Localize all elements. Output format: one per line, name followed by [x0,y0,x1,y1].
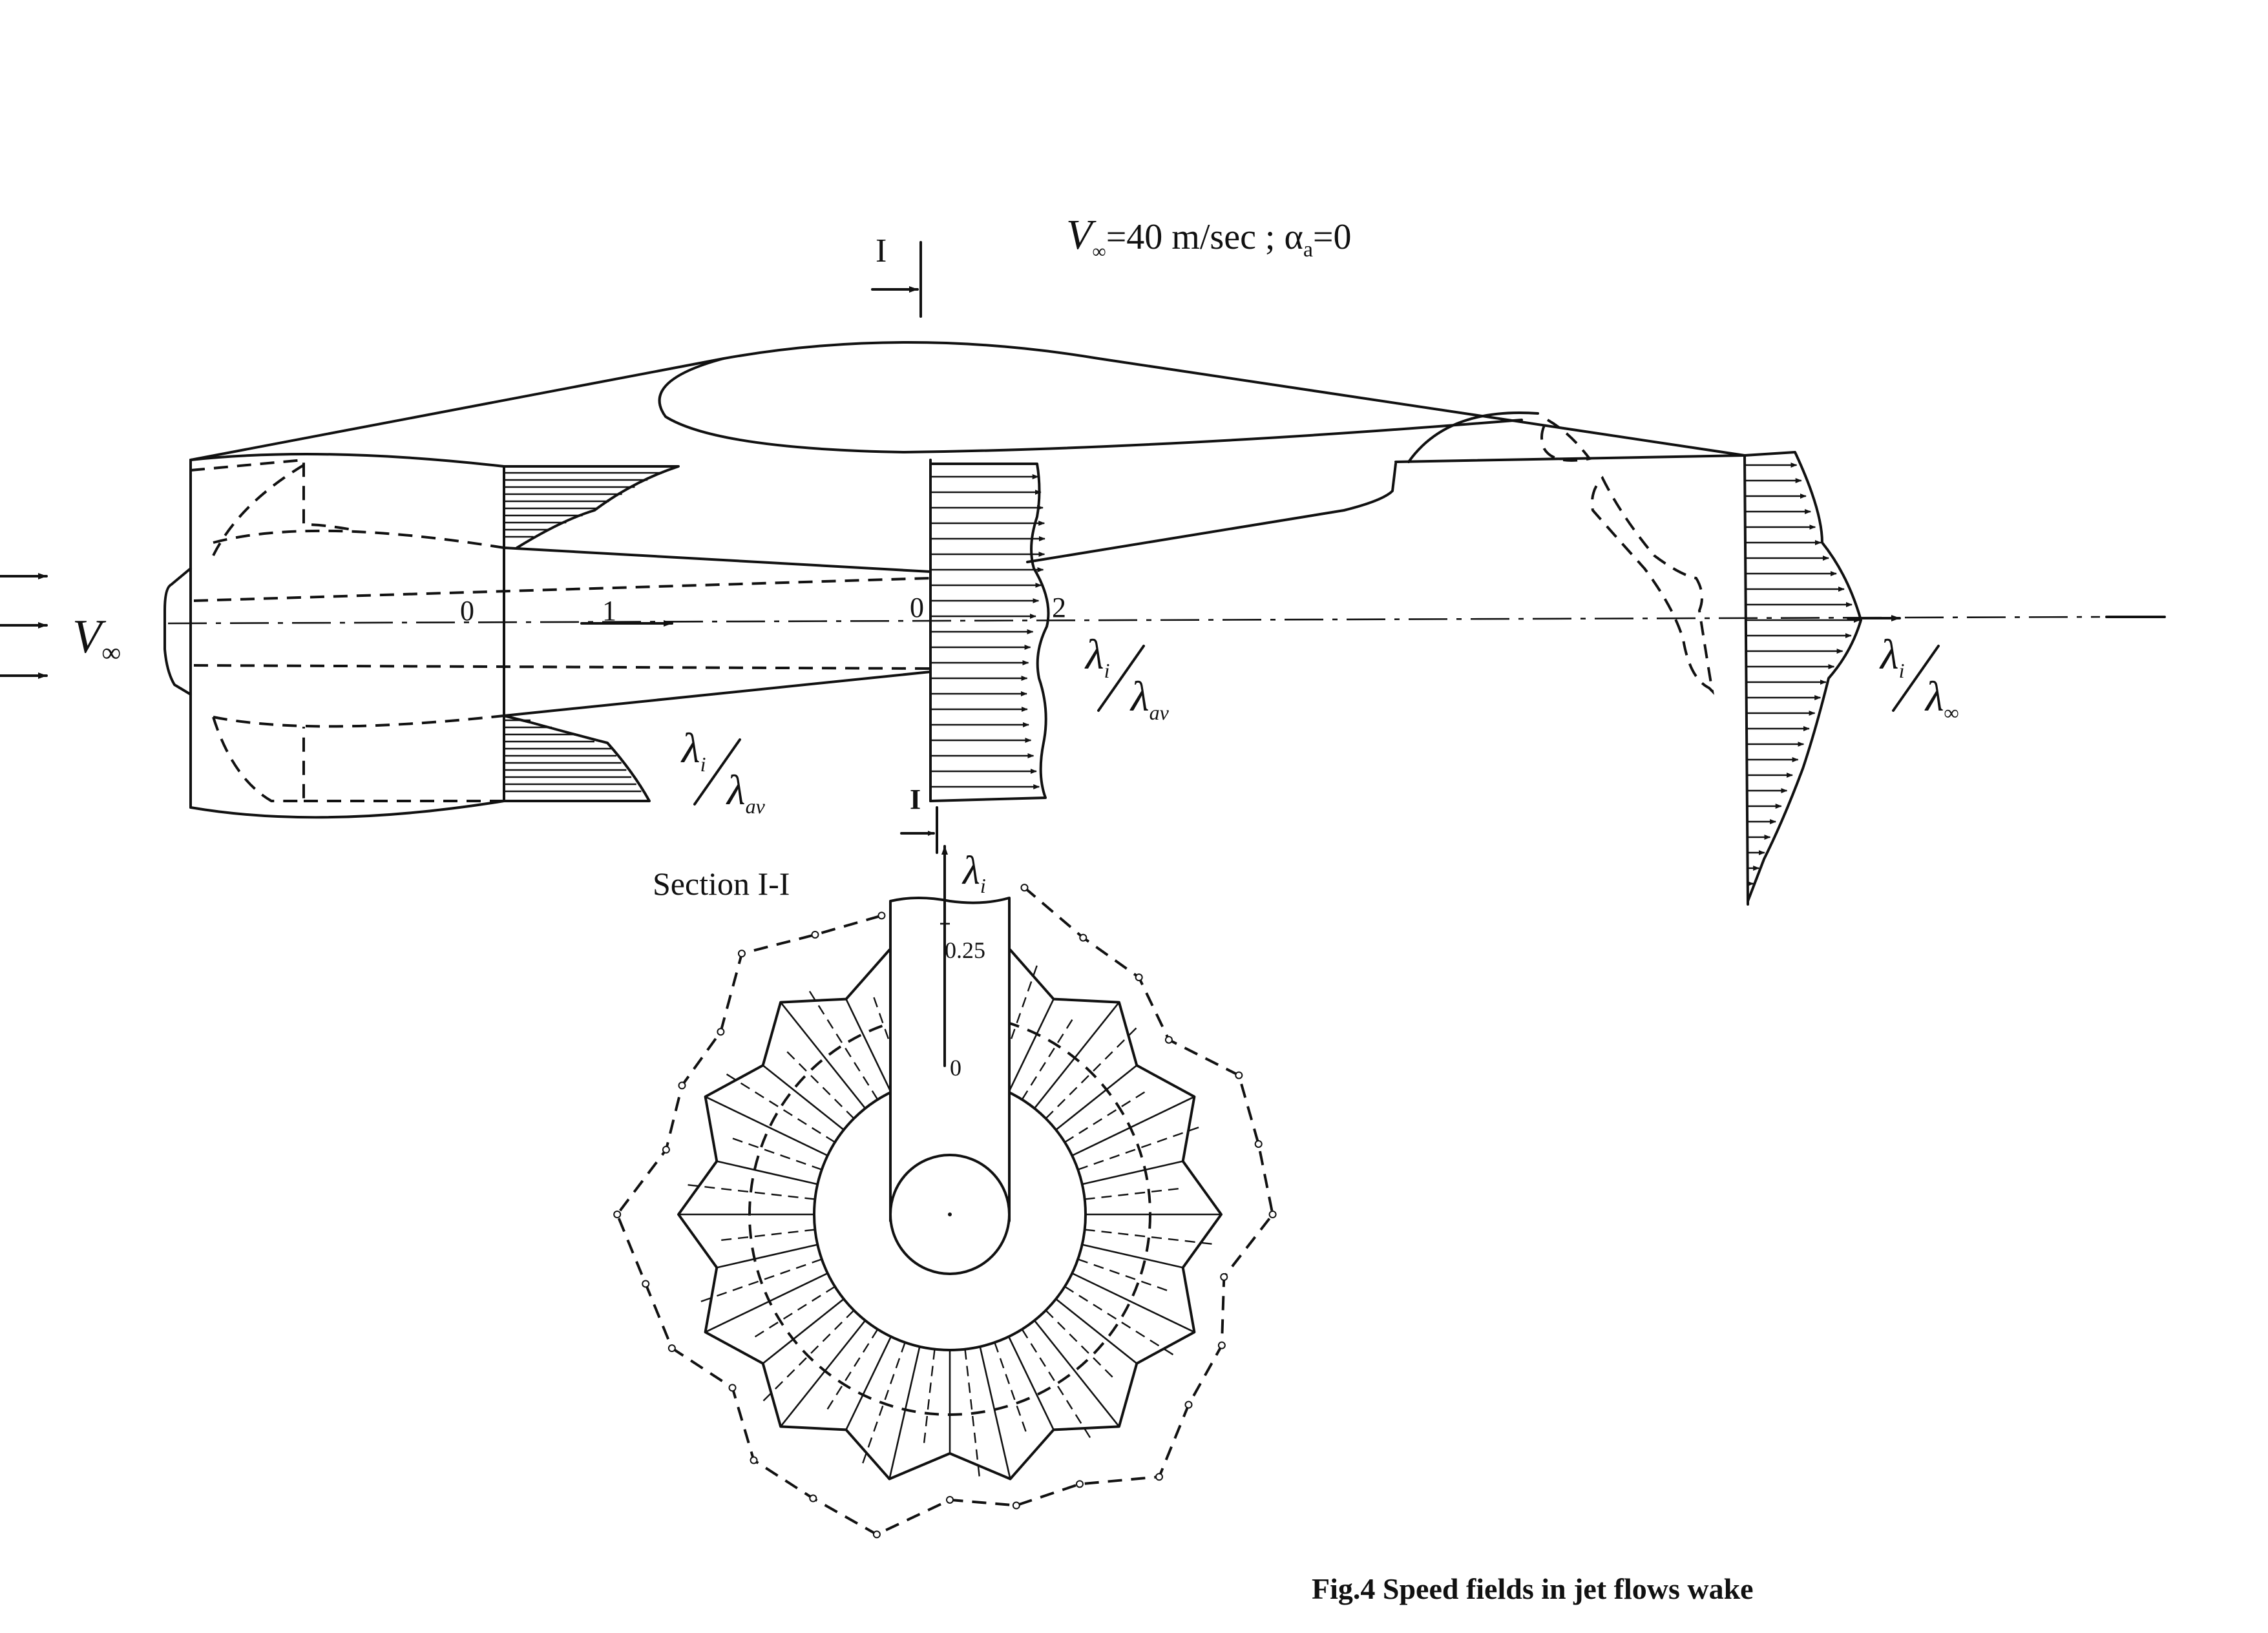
ratio-label-inlet: λi λav [680,725,766,818]
freestream-label: V∞ [72,610,121,668]
airframe-outline [189,341,1746,717]
station-mark-2: 2 [1052,592,1066,623]
section-title: Section I-I [653,866,790,902]
freestream-arrows [0,573,48,679]
station-mark-0b: 0 [910,592,924,623]
section-scale-zero: 0 [950,1055,961,1081]
section-mark-bottom: I [900,784,938,854]
section-mark-top: I [871,233,922,318]
ratio-label-wake: λi λ∞ [1879,631,1958,724]
section-scale-top: 0.25 [945,937,985,963]
wake-vortex-contour [1540,418,1714,695]
inlet-upper-velocity-profile [503,465,680,549]
section-radial-view: λi 0.25 0 [613,845,1277,1539]
svg-text:λ∞: λ∞ [1924,673,1958,724]
section-axis-label: λi [961,849,986,897]
wake-velocity-profile [1743,451,1862,906]
svg-text:λav: λav [1129,673,1170,724]
svg-text:I: I [910,784,921,815]
svg-text:λav: λav [726,767,766,818]
ratio-label-section: λi λav [1084,631,1170,724]
svg-text:λi: λi [680,725,706,776]
flow-condition-title: V∞=40 m/sec ; αa=0 [1066,211,1352,262]
svg-text:λi: λi [1084,631,1109,682]
svg-text:λi: λi [1879,631,1904,682]
inlet-lower-velocity-profile [503,714,651,802]
station-mark-0a: 0 [460,595,474,627]
section-velocity-profile [929,459,1050,802]
figure-caption: Fig.4 Speed fields in jet flows wake [1312,1572,1754,1605]
station-mark-1: 1 [602,595,616,627]
svg-text:I: I [876,233,887,269]
flow-centerline [167,616,2101,625]
